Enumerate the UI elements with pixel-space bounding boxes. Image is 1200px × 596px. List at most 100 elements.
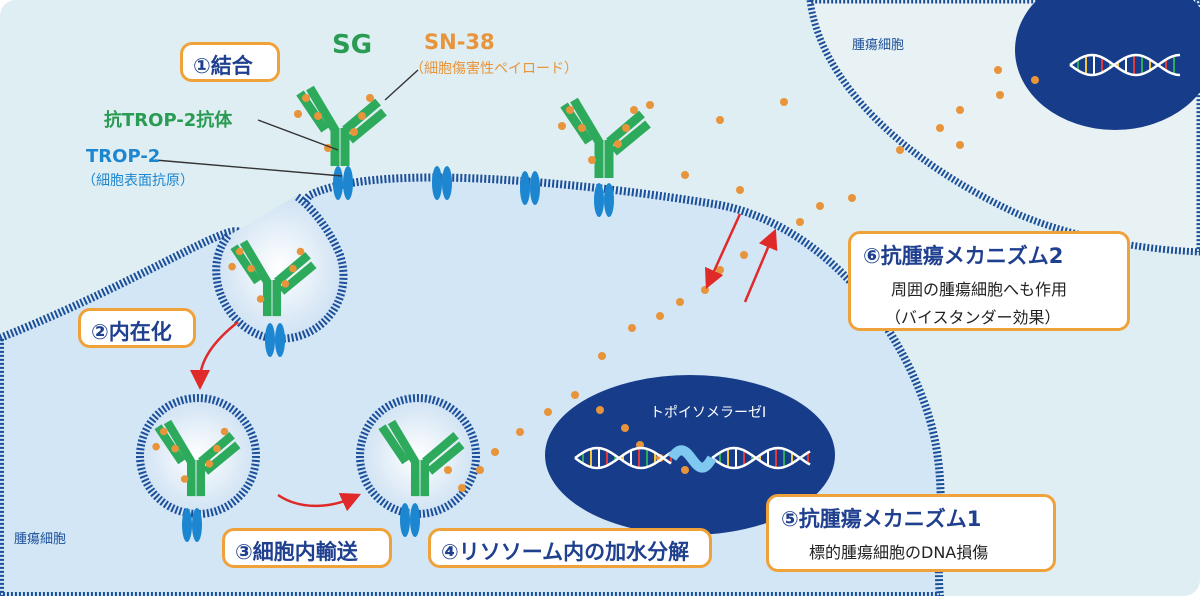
antibody-surface-1-payload-2 [294, 110, 302, 118]
payload-dot-3 [491, 448, 499, 456]
tumor-cell-right-label: 腫瘍細胞 [852, 38, 905, 53]
antibody-surface-1-payload-1 [314, 112, 322, 120]
antibody-label: 抗TROP-2抗体 [104, 110, 233, 131]
payload-dot-5 [544, 408, 552, 416]
payload-dot-27 [646, 101, 654, 109]
payload-dot-7 [598, 352, 606, 360]
antibody-vesicle-4 [378, 419, 465, 497]
antibody-surface-2-payload-6 [588, 156, 596, 164]
payload-dot-4 [516, 428, 524, 436]
trop2-surface-1 [333, 166, 353, 200]
payload-dot-11 [701, 286, 709, 294]
step-1-box: ①結合 [180, 42, 280, 82]
payload-dot-22 [1031, 76, 1039, 84]
payload-dot-21 [996, 91, 1004, 99]
step-6-number: ⑥ [863, 244, 881, 268]
payload-dot-2 [476, 466, 484, 474]
sg-label: SG [332, 30, 373, 60]
trop2-surface-4 [594, 183, 614, 217]
dna-right [711, 446, 811, 470]
antibody-internalizing-payload-4 [296, 247, 305, 256]
payload-dot-12 [716, 266, 724, 274]
antibody-internalizing-payload-3 [289, 264, 297, 273]
step-3-number: ③ [235, 540, 253, 564]
payload-dot-25 [716, 116, 724, 124]
antibody-surface-2-payload-0 [566, 106, 574, 114]
neighbor-nucleus [1015, 0, 1200, 130]
antibody-vesicle-3-payload-5 [205, 460, 214, 468]
leader-sn38 [384, 69, 419, 101]
step-5-title: 抗腫瘍メカニズム1 [798, 507, 982, 531]
antibody-vesicle-3-payload-1 [171, 444, 179, 453]
topoisomerase-shape [667, 445, 717, 473]
trop2-surface-3 [520, 171, 540, 205]
trop2-label: TROP-2 [86, 146, 161, 167]
sn38-label: SN-38 [424, 30, 495, 54]
step-1-title: 結合 [210, 54, 253, 78]
step-4-title: リソソーム内の加水分解 [458, 540, 690, 564]
step-1-number: ① [193, 54, 211, 78]
step-6-title: 抗腫瘍メカニズム2 [880, 244, 1064, 268]
antibody-surface-1-payload-4 [366, 94, 374, 102]
antibody-surface-1-payload-3 [358, 112, 366, 120]
antibody-surface-1-payload-0 [302, 94, 310, 102]
dna-left [574, 446, 672, 470]
payload-dot-30 [596, 406, 604, 414]
vesicle-transport [136, 394, 260, 518]
antibody-vesicle-3-payload-0 [159, 427, 168, 436]
payload-dot-16 [816, 202, 824, 210]
antibody-internalizing-payload-1 [247, 264, 255, 273]
step-6-desc: 周囲の腫瘍細胞へも作用 [891, 280, 1068, 299]
sn38-note: （細胞傷害性ペイロード） [410, 61, 578, 77]
step-6-box: ⑥抗腫瘍メカニズム2 周囲の腫瘍細胞へも作用 （バイスタンダー効果） [848, 231, 1130, 331]
payload-dot-17 [848, 194, 856, 202]
payload-dot-19 [936, 124, 944, 132]
antibody-surface-2-payload-1 [578, 124, 586, 132]
antibody-internalizing-payload-5 [281, 280, 290, 288]
trop2-surface-2 [432, 166, 452, 200]
endocytic-pocket [212, 192, 348, 343]
dna-neighbor [1069, 53, 1181, 77]
step-3-box: ③細胞内輸送 [222, 528, 392, 568]
arrow-internalize [190, 321, 239, 390]
antibody-surface-1 [294, 85, 387, 166]
step-5-box: ⑤抗腫瘍メカニズム1 標的腫瘍細胞のDNA損傷 [766, 494, 1056, 572]
antibody-surface-2-payload-2 [558, 122, 566, 130]
step-2-box: ②内在化 [78, 308, 196, 348]
step-3-title: 細胞内輸送 [252, 540, 358, 564]
payload-dot-9 [656, 312, 664, 320]
step-5-number: ⑤ [781, 507, 799, 531]
step-4-box: ④リソソーム内の加水分解 [428, 528, 712, 568]
arrow-transport [277, 493, 362, 512]
payload-dot-26 [780, 98, 788, 106]
trop2-vesicle-4 [400, 503, 420, 537]
antibody-internalizing-payload-0 [235, 247, 244, 256]
payload-dot-24 [956, 141, 964, 149]
arrow-payload-in [705, 213, 742, 290]
antibody-surface-2-payload-4 [630, 106, 638, 114]
payload-dot-0 [444, 466, 452, 474]
trop2-note: （細胞表面抗原） [82, 173, 194, 189]
antibody-internalizing-payload-2 [228, 262, 236, 271]
trop2-vesicle-3 [182, 508, 202, 542]
leader-antibody [257, 119, 339, 151]
antibody-internalizing-payload-6 [256, 295, 265, 303]
tumor-cell-left-label: 腫瘍細胞 [14, 532, 67, 547]
payload-dot-1 [458, 484, 466, 492]
antibody-surface-1-payload-5 [350, 128, 358, 136]
step-2-title: 内在化 [108, 320, 172, 344]
payload-dot-15 [796, 218, 804, 226]
payload-dot-28 [681, 171, 689, 179]
payload-dot-29 [736, 186, 744, 194]
antibody-vesicle-3 [152, 419, 241, 497]
payload-dot-23 [994, 66, 1002, 74]
payload-dot-6 [571, 391, 579, 399]
payload-dot-31 [621, 424, 629, 432]
antibody-surface-2-payload-3 [622, 124, 630, 132]
antibody-internalizing [228, 239, 317, 317]
step-4-number: ④ [441, 540, 459, 564]
antibody-surface-2 [558, 97, 651, 178]
payload-dot-13 [740, 251, 748, 259]
